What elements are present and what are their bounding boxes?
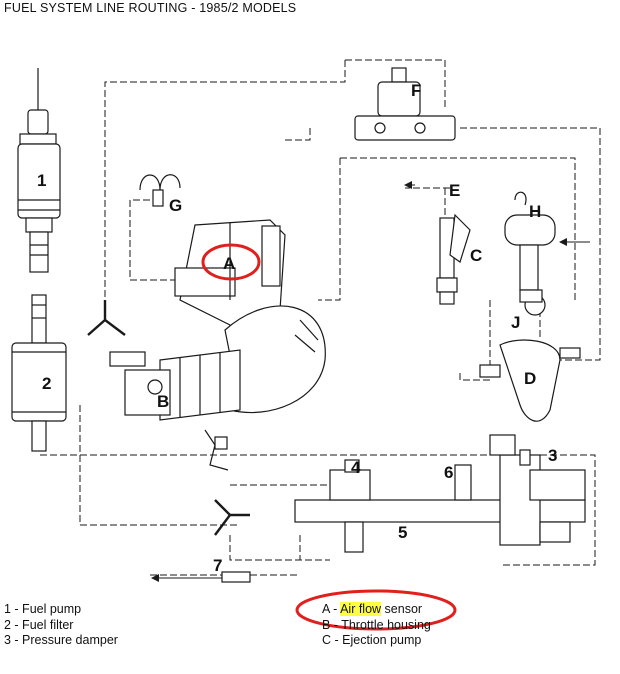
intake-duct xyxy=(159,305,326,421)
legend-left: 1 - Fuel pump 2 - Fuel filter 3 - Pressu… xyxy=(4,602,118,649)
d-component xyxy=(479,339,581,422)
label-7: 7 xyxy=(213,556,222,575)
label-c: C xyxy=(470,246,482,265)
label-2: 2 xyxy=(42,374,51,393)
j-valve xyxy=(519,289,546,316)
legend-item-throttle-housing: B - Throttle housing xyxy=(322,617,431,632)
y-connector xyxy=(87,300,250,536)
highlight-circle-a xyxy=(201,243,261,281)
legend-a-prefix: A - xyxy=(322,602,341,616)
legend-item-ejection-pump: C - Ejection pump xyxy=(322,633,422,647)
legend-a-suffix: sensor xyxy=(381,602,423,616)
label-5: 5 xyxy=(398,523,407,542)
legend-item-fuel-filter: 2 - Fuel filter xyxy=(4,617,74,632)
highlight-circle-legend xyxy=(295,589,457,631)
ejection-pump xyxy=(449,213,471,263)
air-flow-sensor xyxy=(174,219,286,331)
label-1: 1 xyxy=(37,171,46,190)
label-d: D xyxy=(524,369,536,388)
label-j: J xyxy=(511,313,520,332)
label-f: F xyxy=(411,81,421,100)
label-h: H xyxy=(529,202,541,221)
label-4: 4 xyxy=(351,458,361,477)
fuel-filter xyxy=(11,294,67,452)
fuel-lines xyxy=(40,59,601,576)
injector-e xyxy=(436,217,458,305)
g-fitting xyxy=(139,174,181,207)
legend-a-highlight: Air flow xyxy=(340,602,382,616)
legend-item-fuel-pump: 1 - Fuel pump xyxy=(4,602,82,616)
label-a: A xyxy=(223,254,235,273)
label-e: E xyxy=(449,181,460,200)
fuel-pump xyxy=(17,68,61,273)
label-b: B xyxy=(157,392,169,411)
label-6: 6 xyxy=(444,463,453,482)
legend-item-pressure-damper: 3 - Pressure damper xyxy=(4,633,118,647)
throttle-housing xyxy=(109,351,229,471)
fuel-distributor-valve xyxy=(354,67,456,141)
check-valve xyxy=(221,571,251,583)
label-3: 3 xyxy=(548,446,557,465)
legend-right: A - Air flow sensor B - Throttle housing… xyxy=(322,602,431,649)
fuel-rail xyxy=(294,434,586,553)
legend-item-air-flow-sensor: A - Air flow sensor xyxy=(322,602,431,618)
label-g: G xyxy=(169,196,182,215)
h-valve xyxy=(504,191,556,291)
page-title: FUEL SYSTEM LINE ROUTING - 1985/2 MODELS xyxy=(4,1,297,15)
